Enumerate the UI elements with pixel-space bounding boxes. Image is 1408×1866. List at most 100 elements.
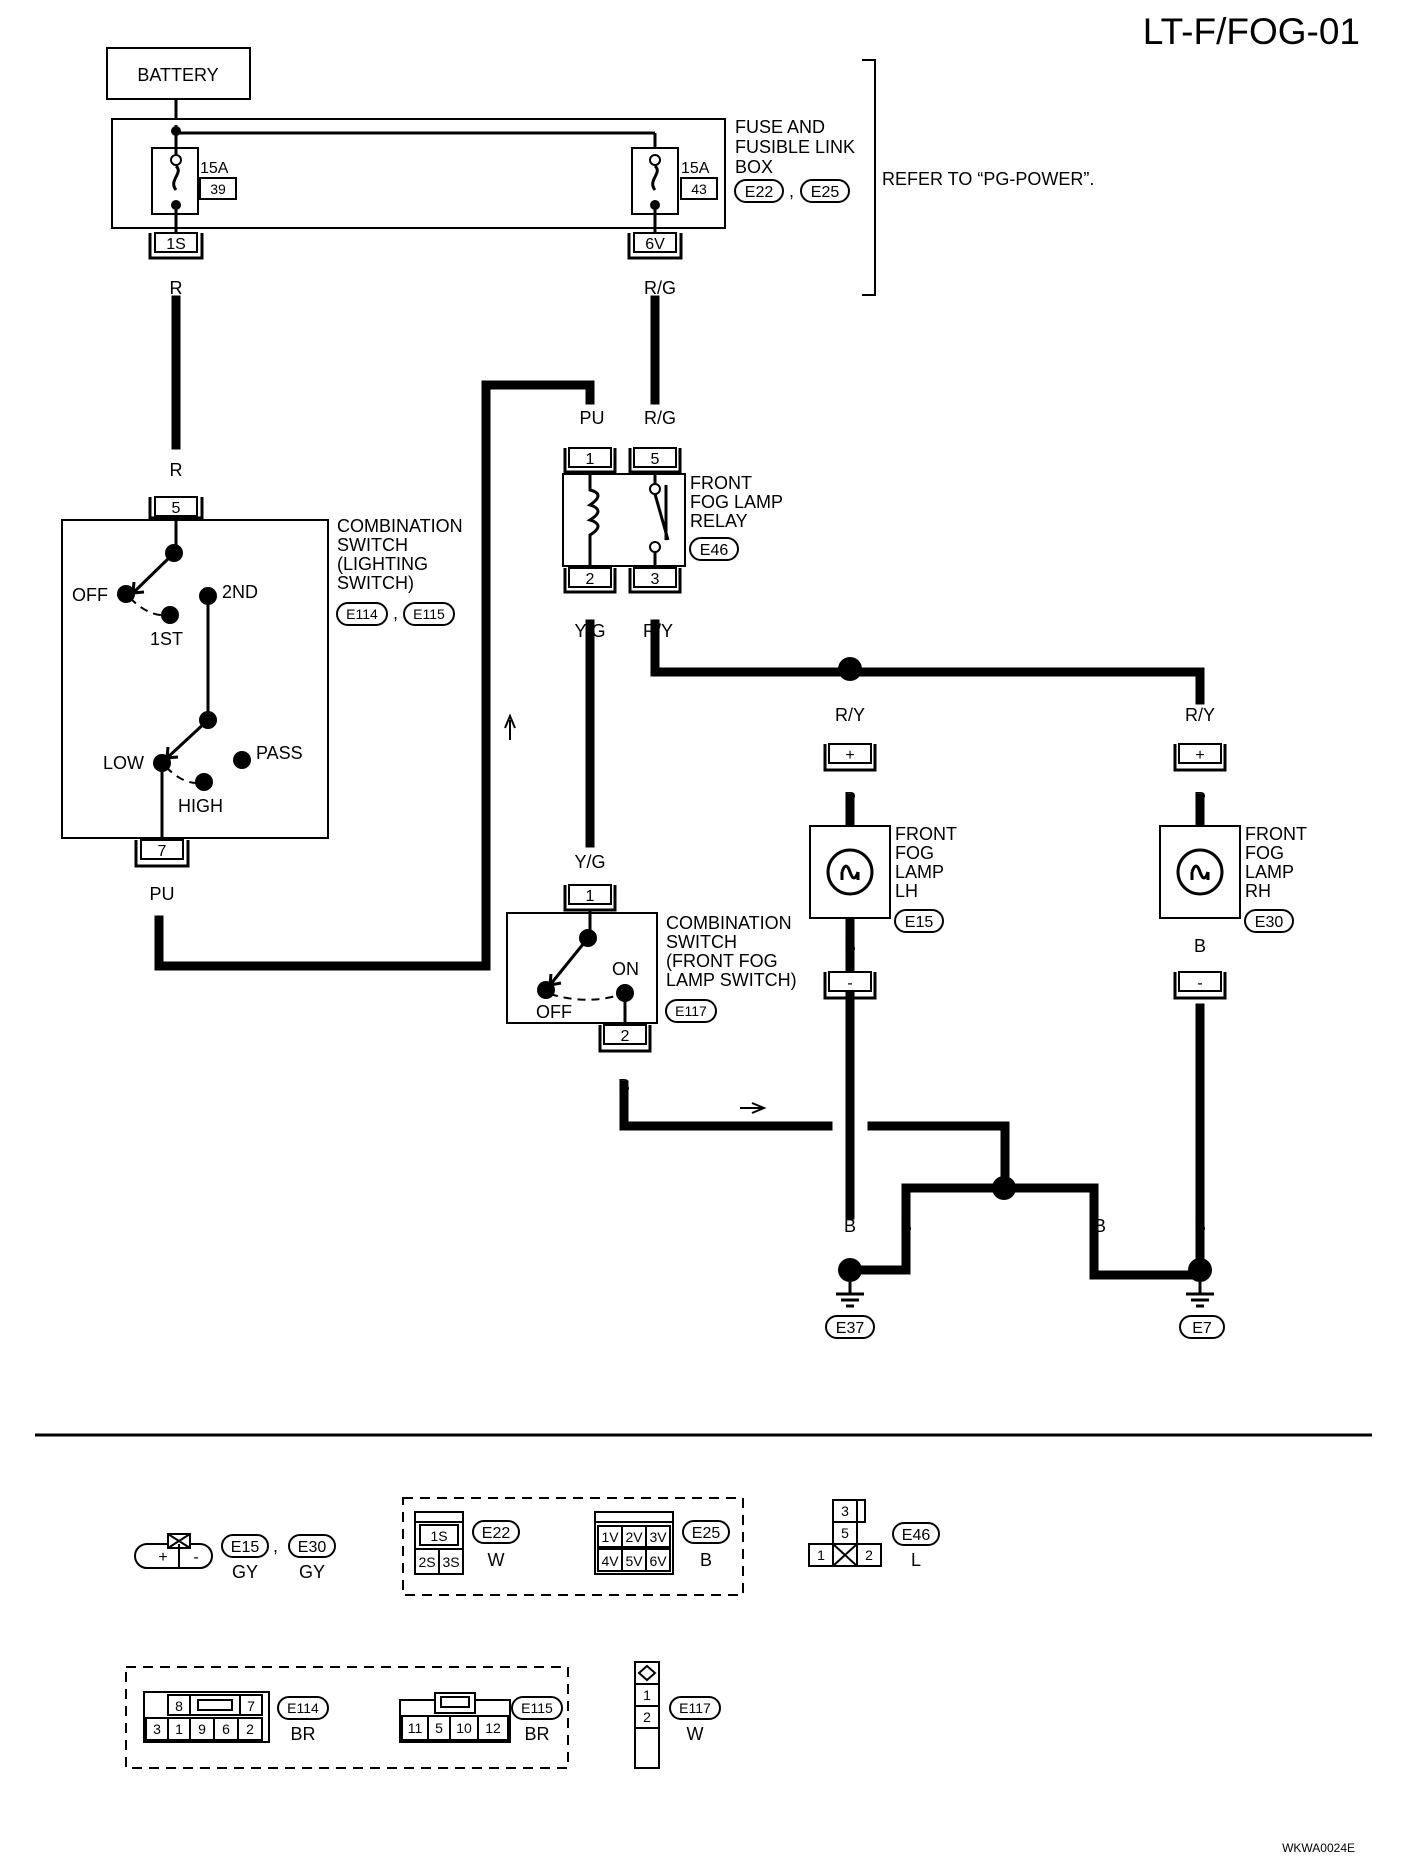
svg-text:1S: 1S [166,236,186,253]
lighting-switch-label-1: COMBINATION [337,516,463,536]
fuse-39-amp: 15A [200,160,229,177]
fog-lamp-switch: 1 OFF ON 2 COMBINATION SWITCH (FRONT FOG… [506,884,797,1053]
fog-switch-label-2: SWITCH [666,932,737,952]
wire-label-b-rh-low: B [1194,1216,1206,1236]
svg-text:L: L [911,1550,921,1570]
svg-text:7: 7 [247,1698,255,1714]
svg-text:E115: E115 [521,1700,553,1716]
svg-text:2: 2 [865,1547,873,1563]
svg-text:6V: 6V [649,1553,667,1569]
svg-text:1: 1 [175,1721,183,1737]
relay-pin-5: 5 [651,451,660,468]
figure-code: WKWA0024E [1282,1841,1355,1855]
relay-label-2: FOG LAMP [690,492,783,512]
svg-text:E15: E15 [231,1539,260,1556]
fog-lamp-rh-connector-e30: E30 [1255,914,1284,931]
svg-text:6V: 6V [645,236,665,253]
svg-text:3: 3 [841,1503,849,1519]
lighting-switch-connector-e115: E115 [413,606,445,622]
relay-connector-e46: E46 [700,542,729,559]
svg-text:3S: 3S [442,1554,459,1570]
relay-label-3: RELAY [690,511,748,531]
ground-e37-label: E37 [836,1320,865,1337]
svg-text:10: 10 [456,1720,472,1736]
wire-label-rg-top: R/G [644,278,676,298]
fuse-43-number: 43 [691,181,707,197]
lighting-switch: 5 OFF 1ST 2ND LOW HIGH PASS 7 COMBINATIO… [61,496,463,868]
lighting-switch-label-3: (LIGHTING [337,554,428,574]
wire-label-ry-rh: R/Y [1185,705,1215,725]
terminal-1s: 1S [148,232,204,260]
fog-lamp-rh-label-1: FRONT [1245,824,1307,844]
svg-text:-: - [1197,975,1202,992]
svg-text:-: - [847,975,852,992]
fuse-box-connector-e25: E25 [811,184,840,201]
svg-text:12: 12 [485,1720,501,1736]
svg-text:E25: E25 [692,1525,721,1542]
wire-label-b-mid-left: B [900,1216,912,1236]
wire-label-p-lh: P [844,789,856,809]
svg-text:,: , [273,1536,278,1556]
fuse-box-label-2: FUSIBLE LINK [735,137,855,157]
ground-e37: E37 [825,1282,875,1339]
svg-text:W: W [687,1724,704,1744]
wire-label-r-top: R [170,278,183,298]
relay-label-1: FRONT [690,473,752,493]
svg-text:2: 2 [643,1709,651,1725]
svg-text:3: 3 [153,1721,161,1737]
wire-label-b-fogsw: B [618,1076,630,1096]
wire-label-b-rh: B [1194,936,1206,956]
svg-text:BR: BR [290,1724,315,1744]
fuse-box-label-3: BOX [735,157,773,177]
fog-switch-on: ON [612,959,639,979]
lighting-switch-pin-5: 5 [172,500,181,517]
fog-lamp-rh-label-4: RH [1245,881,1271,901]
terminal-6v: 6V [627,232,683,260]
fog-lamp-lh-label-1: FRONT [895,824,957,844]
refer-note: REFER TO “PG-POWER”. [882,169,1094,189]
svg-text:1: 1 [643,1687,651,1703]
fog-lamp-rh: + FRONT FOG LAMP RH E30 - [1159,743,1307,1000]
fog-lamp-lh-connector-e15: E15 [905,914,934,931]
ground-e7-label: E7 [1192,1320,1212,1337]
wire-label-pu-switch: PU [149,884,174,904]
wire-label-yg-relay: Y/G [574,621,605,641]
lighting-switch-2nd: 2ND [222,582,258,602]
fuse-43: 15A 43 [631,147,718,235]
fuse-43-amp: 15A [681,160,710,177]
wire-label-ry-lh: R/Y [835,705,865,725]
relay-pin-1: 1 [586,451,595,468]
fog-switch-off: OFF [536,1002,572,1022]
fog-switch-label-3: (FRONT FOG [666,951,778,971]
fog-switch-pin-1: 1 [586,888,595,905]
connector-view-e15-e30: + - E15 , E30 GY GY [134,1533,336,1582]
fog-switch-pin-2: 2 [621,1028,630,1045]
fog-lamp-lh: + FRONT FOG LAMP LH E15 - [809,743,957,1000]
ground-e7: E7 [1179,1282,1225,1339]
wire-label-b-mid-right: B [1094,1216,1106,1236]
svg-text:W: W [488,1550,505,1570]
lighting-switch-label-4: SWITCH) [337,573,414,593]
svg-text:2S: 2S [418,1554,435,1570]
svg-text:,: , [789,181,794,201]
fuse-box-connector-e22: E22 [745,184,774,201]
fuse-box: 15A 39 15A 43 1S 6V FUSE AND FUSIBLE LIN [111,59,1094,296]
relay-pin-3: 3 [651,571,660,588]
lighting-switch-connector-e114: E114 [346,606,378,622]
battery: BATTERY [106,47,251,100]
fuse-box-label-1: FUSE AND [735,117,825,137]
lighting-switch-pin-7: 7 [158,843,167,860]
svg-text:1S: 1S [430,1528,447,1544]
svg-text:3V: 3V [649,1529,667,1545]
lighting-switch-high: HIGH [178,796,223,816]
lighting-switch-low: LOW [103,753,144,773]
svg-text:E22: E22 [482,1525,511,1542]
svg-text:,: , [393,603,398,623]
lighting-switch-label-2: SWITCH [337,535,408,555]
wire-label-b-lh-low: B [844,1216,856,1236]
svg-text:6: 6 [222,1721,230,1737]
svg-text:-: - [193,1549,198,1566]
svg-text:+: + [158,1549,167,1566]
svg-text:E30: E30 [298,1539,327,1556]
